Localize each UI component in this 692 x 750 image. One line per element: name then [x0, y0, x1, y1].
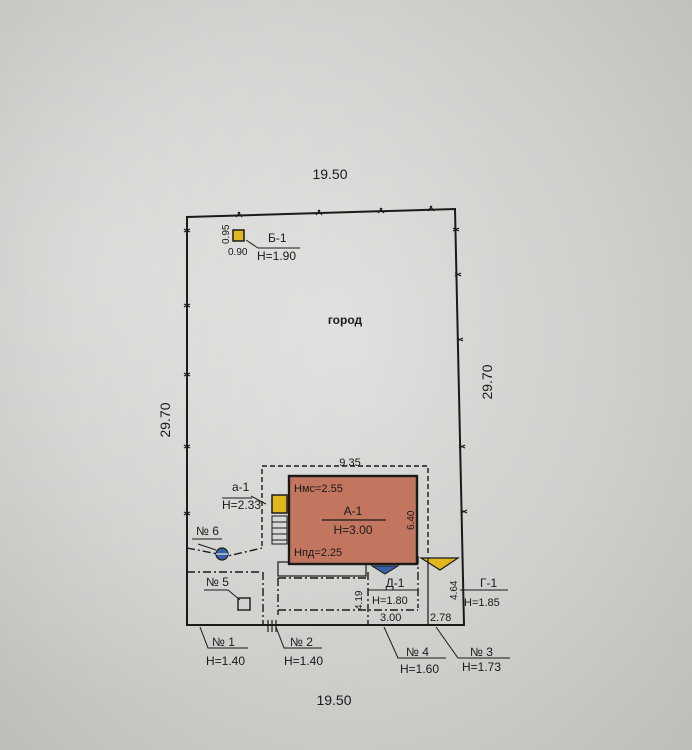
d1-height: Н=1.80: [372, 595, 408, 607]
g1-dim-w: 2.78: [430, 612, 451, 624]
item-n6-name: № 6: [196, 524, 219, 538]
house-zone-outline: [261, 465, 429, 556]
a1-dim-w: 9.35: [339, 457, 360, 469]
item-n1-height: Н=1.40: [206, 654, 245, 668]
item-n2-height: Н=1.40: [284, 654, 323, 668]
building-b1: [232, 229, 245, 242]
item-n3-name: № 3: [470, 645, 493, 659]
dimension-right: 29.70: [479, 364, 495, 399]
dimension-top: 19.50: [312, 166, 347, 182]
item-n4-height: Н=1.60: [400, 662, 439, 676]
dimension-left: 29.70: [157, 402, 173, 437]
item-n5-icon: [237, 597, 251, 611]
building-g1: [418, 557, 460, 571]
area-label: город: [328, 313, 363, 327]
g1-height: Н=1.85: [464, 597, 500, 609]
item-n4-name: № 4: [406, 645, 429, 659]
d1-dim-w: 3.00: [380, 612, 401, 624]
b1-name: Б-1: [268, 231, 287, 245]
item-n1-name: № 1: [212, 635, 235, 649]
bottom-leaders: [199, 495, 510, 659]
b1-leader: [245, 239, 259, 249]
n5-leader: [204, 589, 241, 601]
g1-dim-h: 4.64: [449, 580, 460, 600]
item-n2-name: № 2: [290, 635, 313, 649]
b1-height: Н=1.90: [257, 249, 296, 263]
dimension-bottom: 19.50: [316, 692, 351, 708]
a1-height-top: Нмс=2.55: [294, 483, 343, 495]
plot-boundary: [186, 207, 466, 626]
gate-marks: [267, 620, 277, 632]
item-n3-height: Н=1.73: [462, 660, 501, 674]
item-n5-name: № 5: [206, 575, 229, 589]
building-d1: [370, 565, 400, 575]
annex-a1-name: а-1: [232, 480, 250, 494]
a1-dim-h: 6.40: [406, 510, 417, 530]
n6-leader: [197, 543, 217, 551]
steps-icon: [271, 515, 288, 545]
a1-height: Н=3.00: [333, 523, 372, 537]
g1-name: Г-1: [480, 576, 497, 590]
d1-dim-h: 4.19: [354, 590, 365, 610]
b1-dim-h: 0.95: [221, 224, 232, 244]
annex-a1: [271, 494, 288, 514]
a1-name: А-1: [344, 504, 363, 518]
a1-height-bottom: Нпд=2.25: [294, 547, 342, 559]
internal-fences: [186, 547, 419, 625]
b1-dim-w: 0.90: [228, 247, 248, 258]
boundary-ticks: [183, 205, 468, 516]
d1-name: Д-1: [386, 576, 405, 590]
annex-a1-height: Н=2.33: [222, 498, 261, 512]
